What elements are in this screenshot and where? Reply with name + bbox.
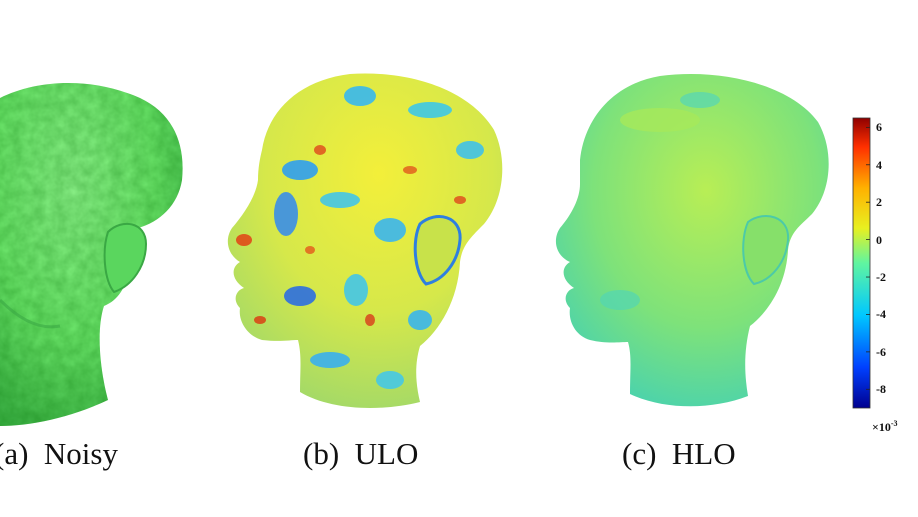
caption-ulo: (b) ULO <box>303 436 419 471</box>
colorbar-tick-label: -4 <box>876 307 886 322</box>
caption-hlo: (c) HLO <box>622 436 736 471</box>
caption-noisy: (a) Noisy <box>0 436 118 471</box>
colorbar-tick-label: 0 <box>876 232 882 247</box>
colorbar-gradient <box>852 117 871 409</box>
head-ulo <box>227 73 503 408</box>
colorbar-tick-label: 2 <box>876 195 882 210</box>
colorbar <box>852 117 871 409</box>
colorbar-tick-label: -2 <box>876 270 886 285</box>
head-hlo <box>555 73 829 407</box>
colorbar-tick-label: 6 <box>876 120 882 135</box>
colorbar-tick-label: -6 <box>876 344 886 359</box>
colorbar-multiplier: ×10-3 <box>872 419 898 434</box>
head-noisy <box>0 83 183 426</box>
colorbar-tick-label: 4 <box>876 157 882 172</box>
colorbar-tick-label: -8 <box>876 382 886 397</box>
